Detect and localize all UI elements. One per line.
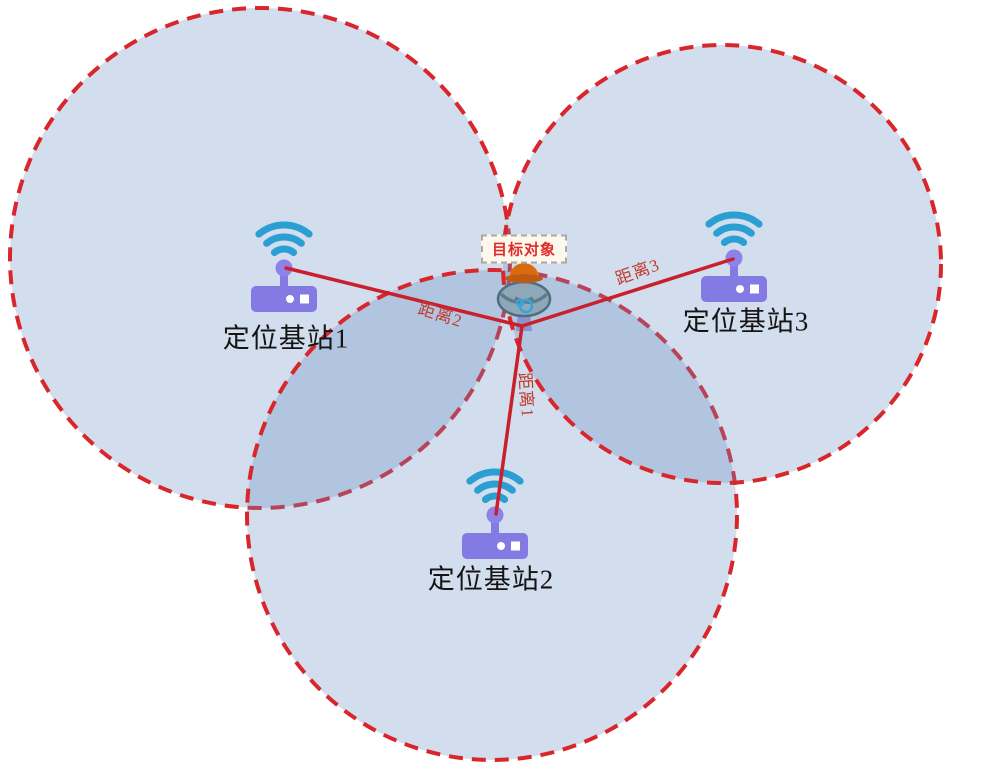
distance-line-1	[494, 324, 524, 516]
distance-line-3	[520, 257, 735, 328]
target-object-label: 目标对象	[480, 234, 568, 264]
distance-line-2	[284, 266, 524, 328]
distance-1-label: 距离1	[514, 371, 538, 419]
target-person-icon	[496, 263, 552, 331]
station-1-label: 定位基站1	[222, 323, 350, 354]
station-2-label: 定位基站2	[427, 564, 555, 595]
station-3-label: 定位基站3	[682, 306, 810, 337]
